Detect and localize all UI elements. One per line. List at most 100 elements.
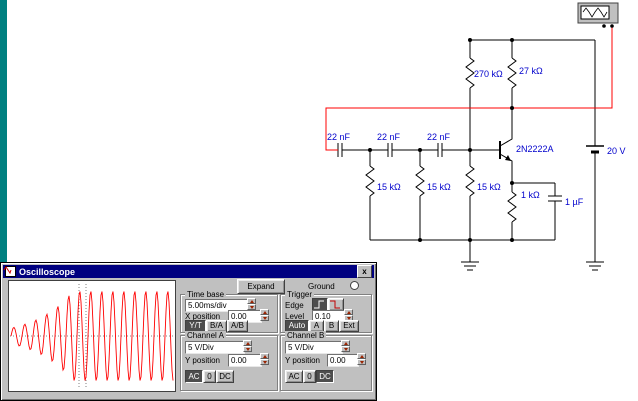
junction-dots <box>368 38 514 242</box>
resistor-15k-3[interactable]: 15 kΩ <box>465 150 501 240</box>
component-label-15k-3: 15 kΩ <box>477 182 501 192</box>
workspace-left-strip <box>0 0 7 400</box>
component-label-22nF-1: 22 nF <box>327 132 351 142</box>
scope-titlebar[interactable]: Oscilloscope x <box>3 265 374 278</box>
time-base-group: Time base <box>180 290 278 333</box>
resistor-270k[interactable]: 270 kΩ <box>465 40 503 150</box>
window-title: Oscilloscope <box>19 266 76 277</box>
down-arrow-icon <box>245 347 250 351</box>
scope-display <box>8 280 176 392</box>
time-base-group-label: Time base <box>185 290 227 299</box>
x-position-label: X position <box>185 312 221 321</box>
capacitor-22nF-2[interactable]: 22 nF <box>370 132 420 157</box>
down-arrow-icon <box>262 316 267 320</box>
channel-b-dc-button[interactable]: DC <box>316 370 334 383</box>
timebase-scale-spinner <box>247 298 256 310</box>
resistor-15k-2[interactable]: 15 kΩ <box>415 150 451 240</box>
down-arrow-icon <box>346 316 351 320</box>
channel-b-scale-value[interactable]: 5 V/Div <box>285 341 343 354</box>
up-arrow-icon <box>262 310 267 314</box>
down-arrow-icon <box>359 360 364 364</box>
up-arrow-icon <box>343 341 348 345</box>
rising-edge-icon <box>314 300 324 309</box>
channel-a-group: Channel A <box>180 331 278 391</box>
channel-a-ypos-up-button[interactable] <box>260 353 269 359</box>
falling-edge-icon <box>330 300 340 309</box>
channel-a-group-label: Channel A <box>185 331 226 340</box>
channel-a-dc-button[interactable]: DC <box>216 370 234 383</box>
ground-label: Ground <box>308 282 335 291</box>
ground-symbol-battery[interactable] <box>586 261 604 271</box>
up-arrow-icon <box>249 299 254 303</box>
down-arrow-icon <box>249 305 254 309</box>
timebase-mode-ab-button[interactable]: A/B <box>227 320 248 332</box>
scope-trace <box>10 291 174 381</box>
component-label-15k-2: 15 kΩ <box>427 182 451 192</box>
channel-a-scale-up-button[interactable] <box>243 340 252 346</box>
component-label-20v: 20 V <box>607 146 626 156</box>
sine-wave-icon <box>582 7 608 18</box>
channel-a-scale-spinner <box>243 340 252 352</box>
up-arrow-icon <box>359 354 364 358</box>
channel-b-y-position-label: Y position <box>285 356 320 365</box>
channel-b-ypos-down-button[interactable] <box>357 359 366 365</box>
battery-20v[interactable]: 20 V <box>586 40 626 262</box>
channel-a-y-position-spinner <box>260 353 269 365</box>
channel-b-ypos-up-button[interactable] <box>357 353 366 359</box>
resistor-1k[interactable]: 1 kΩ <box>507 183 540 240</box>
up-arrow-icon <box>245 341 250 345</box>
channel-a-ac-button[interactable]: AC <box>185 370 203 383</box>
channel-b-zero-button[interactable]: 0 <box>303 370 316 383</box>
scope-terminal-a[interactable] <box>602 24 606 28</box>
trigger-ext-button[interactable]: Ext <box>339 320 359 332</box>
x-position-spinner <box>260 309 269 321</box>
channel-a-scale-down-button[interactable] <box>243 346 252 352</box>
channel-a-scale-value[interactable]: 5 V/Div <box>185 341 245 354</box>
close-button[interactable]: x <box>357 265 372 278</box>
capacitor-22nF-1[interactable]: 22 nF <box>327 132 370 157</box>
channel-a-ypos-down-button[interactable] <box>260 359 269 365</box>
capacitor-22nF-3[interactable]: 22 nF <box>420 132 470 157</box>
resistor-27k[interactable]: 27 kΩ <box>507 40 543 108</box>
channel-b-group-label: Channel B <box>285 331 327 340</box>
component-label-15k-1: 15 kΩ <box>377 182 401 192</box>
down-arrow-icon <box>262 360 267 364</box>
channel-a-zero-button[interactable]: 0 <box>203 370 216 383</box>
scope-terminal-b[interactable] <box>610 24 614 28</box>
transistor-2n2222a[interactable]: 2N2222A <box>470 108 554 183</box>
component-label-27k: 27 kΩ <box>519 66 543 76</box>
down-arrow-icon <box>343 347 348 351</box>
ground-terminal[interactable] <box>350 281 359 290</box>
component-label-270k: 270 kΩ <box>474 69 503 79</box>
probe-wire-red[interactable] <box>325 26 613 151</box>
up-arrow-icon <box>262 354 267 358</box>
edge-label: Edge <box>285 301 304 310</box>
channel-b-y-position-spinner <box>357 353 366 365</box>
expand-button[interactable]: Expand <box>237 279 285 294</box>
trigger-b-button[interactable]: B <box>324 320 339 332</box>
component-label-22nF-2: 22 nF <box>377 132 401 142</box>
oscilloscope-window-icon <box>3 266 16 277</box>
channel-b-group: Channel B <box>280 331 372 391</box>
channel-b-y-position-value[interactable]: 0.00 <box>327 354 359 367</box>
timebase-scale-up-button[interactable] <box>247 298 256 304</box>
channel-a-y-position-label: Y position <box>185 356 220 365</box>
level-label: Level <box>285 312 305 321</box>
channel-b-scale-down-button[interactable] <box>341 346 350 352</box>
capacitor-1uF[interactable]: 1 µF <box>512 182 584 240</box>
oscilloscope-instrument-icon[interactable] <box>577 2 619 28</box>
channel-b-scale-spinner <box>341 340 350 352</box>
channel-b-scale-up-button[interactable] <box>341 340 350 346</box>
ground-symbol-circuit[interactable] <box>461 240 479 271</box>
timebase-scale-down-button[interactable] <box>247 304 256 310</box>
component-label-22nF-3: 22 nF <box>427 132 451 142</box>
channel-a-y-position-value[interactable]: 0.00 <box>228 354 262 367</box>
level-up-button[interactable] <box>344 309 353 315</box>
oscilloscope-window: Oscilloscope x Expand Ground Time base 5… <box>0 262 377 401</box>
channel-b-ac-button[interactable]: AC <box>285 370 303 383</box>
x-position-down-button[interactable] <box>260 315 269 321</box>
x-position-up-button[interactable] <box>260 309 269 315</box>
resistor-15k-1[interactable]: 15 kΩ <box>365 150 401 240</box>
